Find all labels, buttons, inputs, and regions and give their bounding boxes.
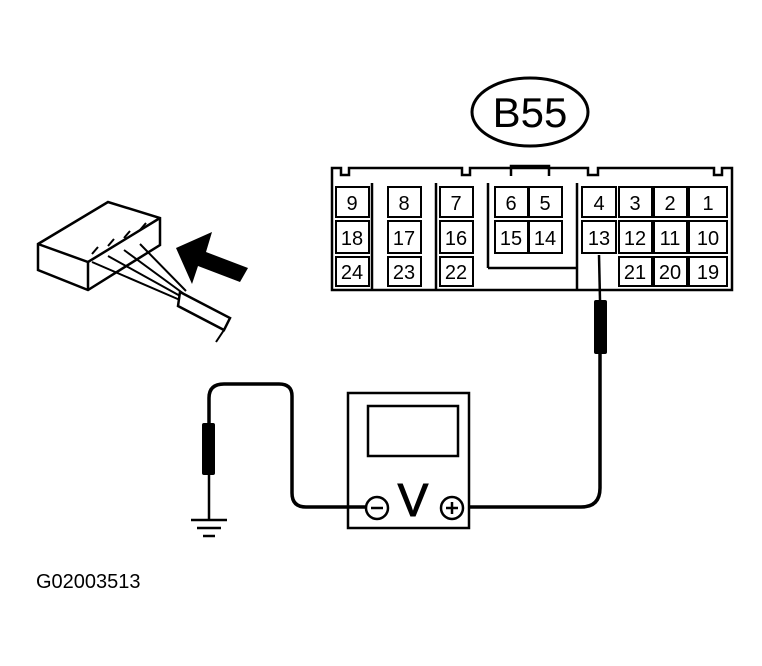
negative-lead: [202, 382, 366, 520]
connector-plug-icon: [36, 200, 232, 343]
pin-label: 4: [593, 193, 604, 215]
pin-label: 16: [445, 228, 467, 250]
figure-code: G02003513: [36, 571, 141, 593]
insert-arrow-icon: [176, 232, 248, 284]
pin-label: 23: [393, 262, 415, 284]
pin-label: 9: [346, 193, 357, 215]
pin-cells: [335, 186, 728, 287]
probe-icon: [594, 300, 607, 354]
connector-id: B55: [493, 89, 568, 136]
pin-label: 12: [624, 228, 646, 250]
pin-label: 2: [664, 193, 675, 215]
positive-probe: [468, 254, 607, 509]
pin-label: 22: [445, 262, 467, 284]
pin-label: 10: [697, 228, 719, 250]
pin-label: 6: [505, 193, 516, 215]
pin-label: 21: [624, 262, 646, 284]
pin-numbers: 9 18 24 8 17 23 7 16 22 6 5 15 14 4 13 3…: [341, 193, 719, 284]
pin-label: 14: [534, 228, 556, 250]
pin-label: 13: [588, 228, 610, 250]
connector-id-bubble: B55: [470, 76, 590, 148]
pin-label: 3: [629, 193, 640, 215]
connector-b55: [330, 164, 734, 292]
pin-label: 7: [450, 193, 461, 215]
probe-icon: [202, 423, 215, 475]
voltmeter-icon: V: [346, 391, 471, 530]
pin-label: 17: [393, 228, 415, 250]
pin-label: 24: [341, 262, 363, 284]
pin-label: 19: [697, 262, 719, 284]
pin-label: 11: [660, 228, 681, 250]
pin-label: 15: [500, 228, 522, 250]
pin-label: 5: [539, 193, 550, 215]
pin-label: 20: [659, 262, 681, 284]
meter-symbol: V: [398, 474, 429, 526]
pin-label: 18: [341, 228, 363, 250]
pin-label: 1: [702, 193, 713, 215]
pin-label: 8: [398, 193, 409, 215]
ground-symbol-icon: [191, 518, 227, 538]
